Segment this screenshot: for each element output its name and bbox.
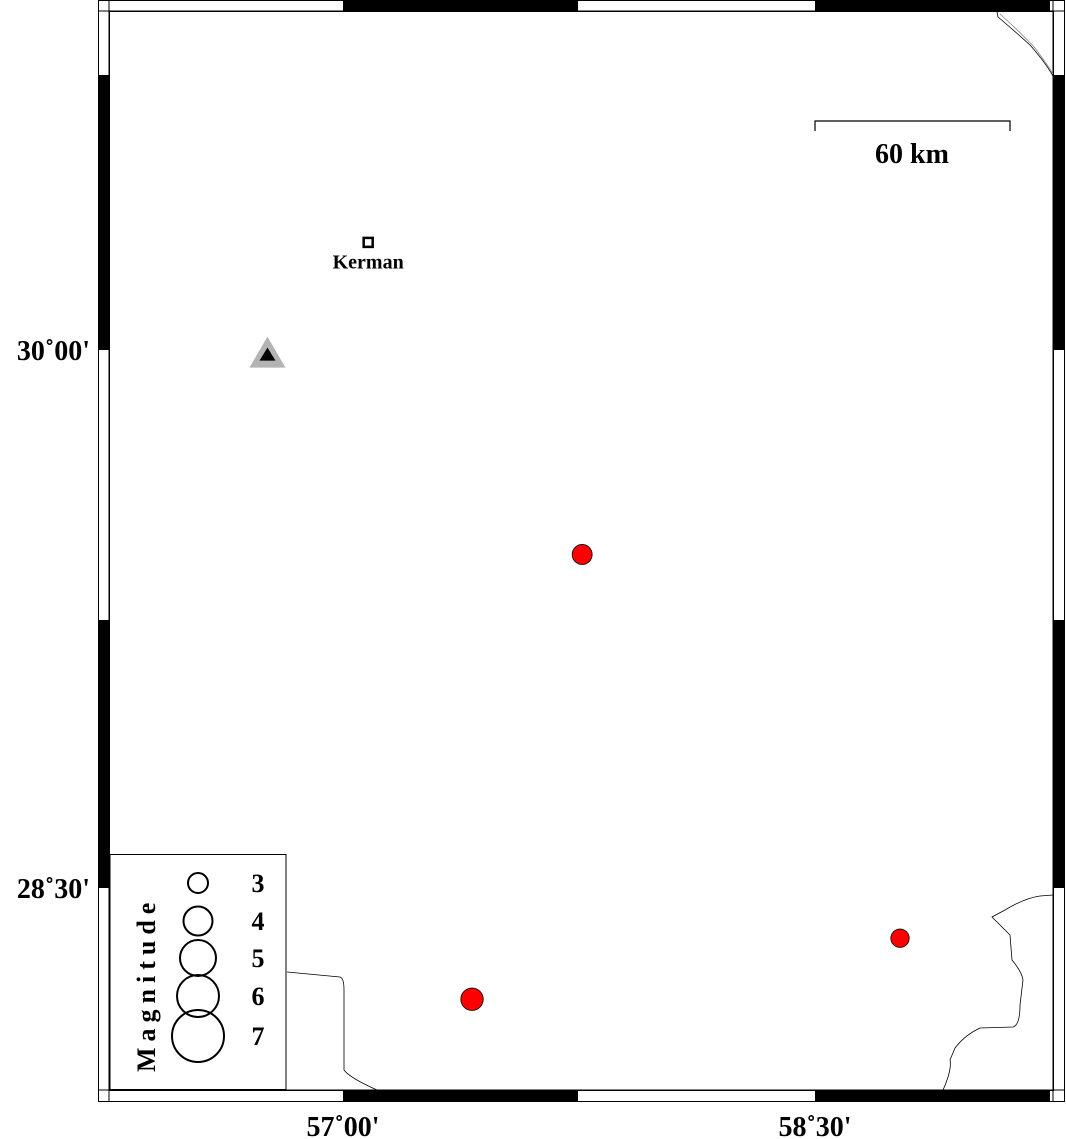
legend-label: 4 xyxy=(252,907,265,936)
legend-label: 5 xyxy=(252,944,265,973)
city-kerman: Kerman xyxy=(333,236,404,273)
city-square-icon xyxy=(362,236,374,249)
scale-bar: 60 km xyxy=(814,120,1011,170)
earthquake-event xyxy=(890,928,910,948)
lat-label-28-30: 28˚30' xyxy=(17,874,90,905)
lon-label-58-30: 58˚30' xyxy=(778,1112,851,1139)
lat-label-30: 30˚00' xyxy=(17,336,90,367)
city-label: Kerman xyxy=(333,251,404,273)
legend-label: 7 xyxy=(252,1022,265,1051)
legend-circle xyxy=(176,974,220,1018)
legend-circle xyxy=(187,872,209,894)
earthquake-event xyxy=(571,544,593,565)
legend-label: 3 xyxy=(252,869,265,898)
lat-tick-labels: 30˚00' 28˚30' xyxy=(17,336,90,905)
scale-bar-label: 60 km xyxy=(875,139,949,170)
lon-tick-labels: 57˚00' 58˚30' xyxy=(306,1112,851,1139)
station-triangle-icon xyxy=(249,336,286,368)
earthquake-event xyxy=(460,987,484,1011)
magnitude-legend: Magnitude 3 4 5 6 7 xyxy=(109,854,287,1090)
borders xyxy=(286,11,1054,1091)
legend-circle xyxy=(171,1009,225,1063)
legend-title: Magnitude xyxy=(132,897,161,1072)
lon-label-57: 57˚00' xyxy=(306,1112,379,1139)
earthquake-events xyxy=(460,544,910,1011)
legend-circle xyxy=(182,905,214,937)
legend-label: 6 xyxy=(252,982,265,1011)
